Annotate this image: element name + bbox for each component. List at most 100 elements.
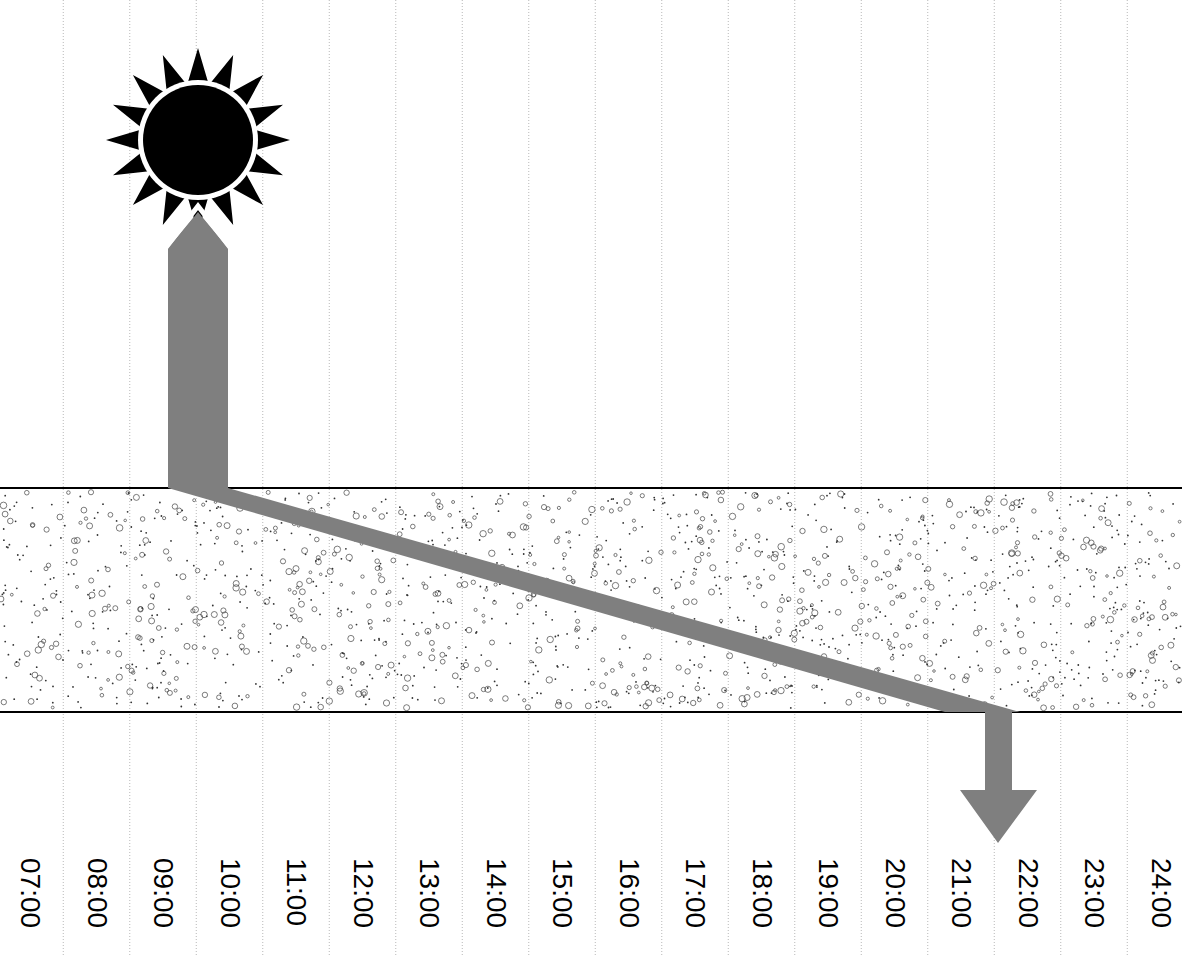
pebble bbox=[526, 595, 532, 601]
dot bbox=[557, 635, 559, 637]
pebble bbox=[327, 680, 332, 685]
pebble bbox=[964, 674, 969, 679]
sun-ring bbox=[138, 80, 258, 200]
pebble bbox=[725, 577, 729, 581]
pebble bbox=[1132, 617, 1138, 623]
dot bbox=[1127, 535, 1129, 537]
dot bbox=[222, 516, 224, 518]
dot bbox=[434, 686, 436, 688]
dot bbox=[97, 512, 99, 514]
pebble bbox=[150, 594, 154, 598]
pebble bbox=[81, 507, 87, 513]
pebble bbox=[611, 689, 617, 695]
dot bbox=[1115, 602, 1117, 604]
dot bbox=[964, 572, 966, 574]
pebble bbox=[988, 510, 991, 513]
dot bbox=[217, 506, 219, 508]
dot bbox=[1116, 529, 1118, 531]
pebble bbox=[79, 521, 82, 524]
dot bbox=[180, 698, 182, 700]
pebble bbox=[448, 538, 451, 541]
pebble bbox=[192, 645, 197, 650]
dot bbox=[315, 560, 317, 562]
pebble bbox=[985, 573, 988, 576]
pebble bbox=[89, 610, 95, 616]
pebble bbox=[946, 501, 952, 507]
dot bbox=[1143, 612, 1145, 614]
dot bbox=[56, 590, 58, 592]
dot bbox=[50, 544, 52, 546]
dot bbox=[1093, 526, 1095, 528]
pebble bbox=[547, 636, 553, 642]
dot bbox=[664, 698, 666, 700]
dot bbox=[1134, 515, 1136, 517]
dot bbox=[1041, 530, 1043, 532]
dot bbox=[309, 534, 311, 536]
pebble bbox=[926, 566, 931, 571]
dot bbox=[1107, 702, 1109, 704]
dot bbox=[177, 513, 179, 515]
pebble bbox=[1040, 686, 1045, 691]
dot bbox=[218, 706, 220, 708]
dot bbox=[90, 663, 92, 665]
pebble bbox=[273, 526, 277, 530]
dot bbox=[1114, 656, 1116, 658]
dot bbox=[899, 543, 901, 545]
dot bbox=[523, 548, 525, 550]
dot bbox=[719, 588, 721, 590]
dot bbox=[780, 508, 782, 510]
dot bbox=[1090, 505, 1092, 507]
dot bbox=[875, 617, 877, 619]
dot bbox=[216, 507, 218, 509]
dot bbox=[660, 658, 662, 660]
dot bbox=[67, 502, 69, 504]
pebble bbox=[1089, 570, 1092, 573]
dot bbox=[404, 620, 406, 622]
pebble bbox=[622, 635, 626, 639]
dot bbox=[1139, 600, 1141, 602]
pebble bbox=[361, 690, 368, 697]
pebble bbox=[1176, 678, 1181, 683]
dot bbox=[9, 509, 11, 511]
dot bbox=[889, 534, 891, 536]
dot bbox=[17, 554, 19, 556]
pebble bbox=[729, 513, 735, 519]
dot bbox=[1135, 563, 1137, 565]
pebble bbox=[370, 627, 373, 630]
pebble bbox=[887, 641, 891, 645]
pebble bbox=[1116, 640, 1120, 644]
dot bbox=[555, 649, 557, 651]
dot bbox=[93, 589, 95, 591]
dot bbox=[647, 550, 649, 552]
dot bbox=[437, 601, 439, 603]
pebble bbox=[858, 524, 864, 530]
dot bbox=[245, 586, 247, 588]
pebble bbox=[337, 688, 343, 694]
dot bbox=[407, 594, 409, 596]
pebble bbox=[397, 532, 402, 537]
dot bbox=[1028, 695, 1030, 697]
pebble bbox=[180, 574, 186, 580]
pebble bbox=[794, 555, 797, 558]
dot bbox=[224, 627, 226, 629]
dot bbox=[998, 515, 1000, 517]
dot bbox=[1124, 567, 1126, 569]
dot bbox=[241, 699, 243, 701]
dot bbox=[966, 537, 968, 539]
pebble bbox=[218, 620, 224, 626]
dot bbox=[26, 546, 28, 548]
dot bbox=[36, 698, 38, 700]
dot bbox=[1147, 612, 1149, 614]
dot bbox=[936, 550, 938, 552]
dot bbox=[116, 520, 118, 522]
pebble bbox=[485, 660, 491, 666]
light-path bbox=[168, 488, 1020, 712]
dot bbox=[7, 654, 9, 656]
pebble bbox=[711, 539, 714, 542]
dot bbox=[278, 679, 280, 681]
dot bbox=[729, 607, 731, 609]
dot bbox=[3, 528, 5, 530]
pebble bbox=[698, 664, 702, 668]
pebble bbox=[488, 529, 492, 533]
pebble bbox=[1017, 570, 1023, 576]
